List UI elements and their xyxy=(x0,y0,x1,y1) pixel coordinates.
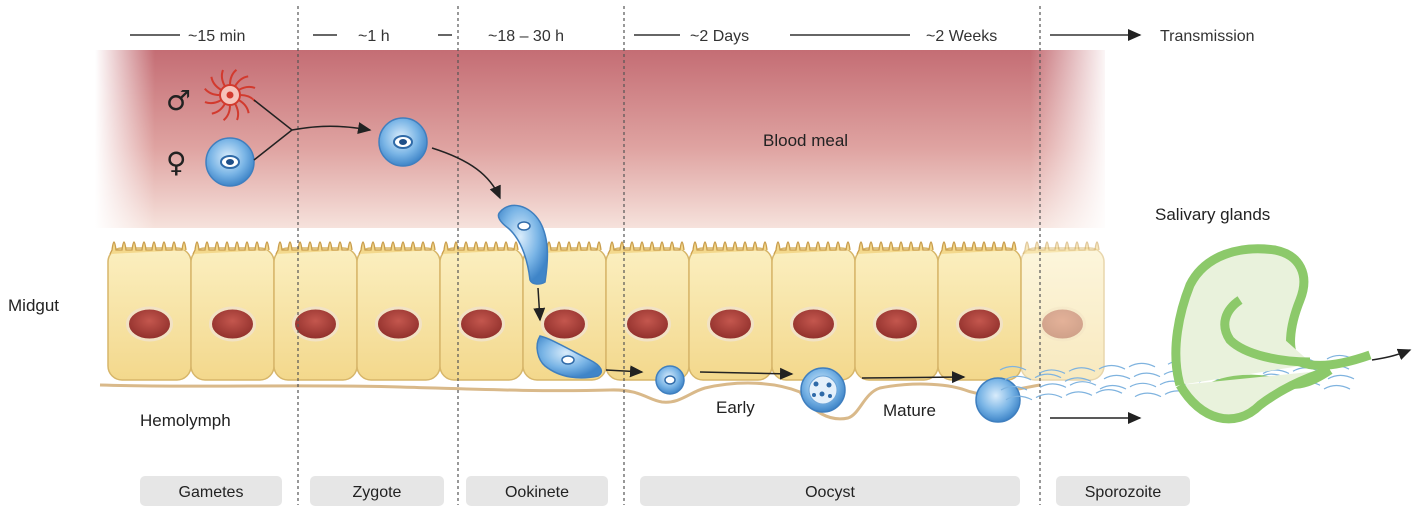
cell-nucleus xyxy=(875,308,919,340)
sporozoite xyxy=(1324,386,1350,390)
cell-nucleus xyxy=(709,308,753,340)
cropped-header-fragment xyxy=(380,0,720,10)
blood-meal-label: Blood meal xyxy=(763,131,848,150)
blood-fade-right xyxy=(1030,50,1110,228)
sporozoite xyxy=(1100,386,1126,390)
stage-ookinete: Ookinete xyxy=(505,484,569,501)
cell-nucleus xyxy=(792,308,836,340)
sporozoite xyxy=(1066,392,1092,396)
time-label-transmission: Transmission xyxy=(1160,28,1255,45)
cell-nucleus xyxy=(626,308,670,340)
mature-label: Mature xyxy=(883,401,936,420)
blood-fade-left xyxy=(95,50,155,228)
sporozoite xyxy=(1135,393,1161,397)
stage-oocyst: Oocyst xyxy=(805,484,855,501)
transmission-exit-arrow xyxy=(1372,350,1410,360)
time-label-15min: ~15 min xyxy=(188,28,245,45)
midgut-label: Midgut xyxy=(8,296,59,315)
stage-zygote: Zygote xyxy=(353,484,402,501)
cell-nucleus xyxy=(294,308,338,340)
time-label-1h: ~1 h xyxy=(358,28,390,45)
midgut-epithelium xyxy=(108,242,1104,380)
timeline: ~15 min ~1 h ~18 – 30 h ~2 Days ~2 Weeks… xyxy=(130,28,1255,45)
stage-gametes: Gametes xyxy=(179,484,244,501)
hemolymph-label: Hemolymph xyxy=(140,411,231,430)
sporozoite xyxy=(1130,383,1156,387)
cell-nucleus xyxy=(211,308,255,340)
sporozoite xyxy=(1096,390,1122,394)
sporozoite xyxy=(1070,382,1096,386)
time-label-2days: ~2 Days xyxy=(690,28,749,45)
zygote-icon xyxy=(379,118,427,166)
cell-nucleus xyxy=(958,308,1002,340)
sporozoite xyxy=(1134,373,1160,377)
salivary-gland-icon xyxy=(1176,249,1370,419)
salivary-glands-label: Salivary glands xyxy=(1155,205,1270,224)
cell-nucleus xyxy=(128,308,172,340)
male-symbol: ♂ xyxy=(166,84,191,117)
time-label-18-30h: ~18 – 30 h xyxy=(488,28,564,45)
female-symbol: ♀ xyxy=(166,146,187,179)
cell-nucleus xyxy=(377,308,421,340)
sporozoite xyxy=(1040,384,1066,388)
cell-nucleus xyxy=(1041,308,1085,340)
early-label: Early xyxy=(716,398,755,417)
sporozoite xyxy=(1129,363,1155,367)
sporozoite xyxy=(1104,375,1130,379)
sporozoite xyxy=(1328,375,1354,379)
cell-nucleus xyxy=(460,308,504,340)
cell-nucleus xyxy=(543,308,587,340)
female-gamete-icon xyxy=(206,138,254,186)
time-label-2weeks: ~2 Weeks xyxy=(926,28,997,45)
stage-sporozoite: Sporozoite xyxy=(1085,484,1162,501)
